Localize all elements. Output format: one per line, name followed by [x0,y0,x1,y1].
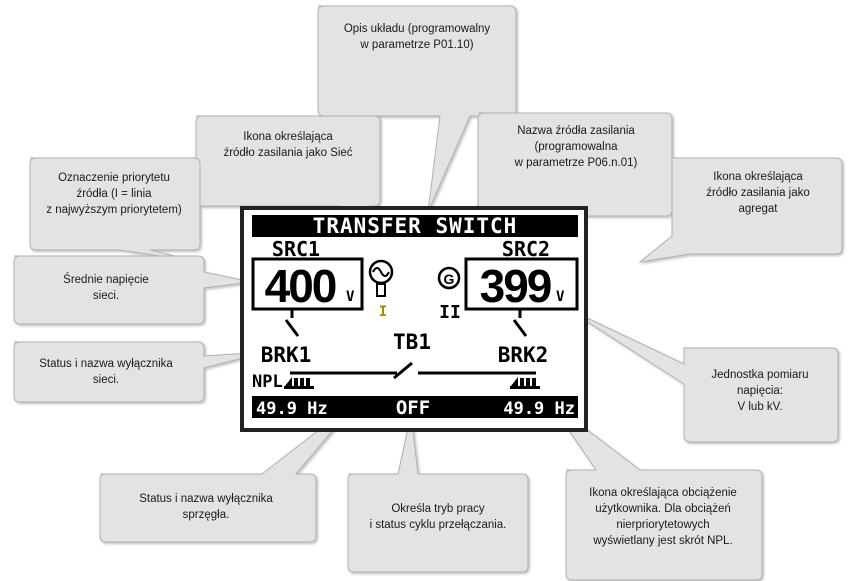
callout-voltage-unit-bubble [565,307,839,443]
tie-breaker-bus [290,361,536,380]
callout-mode-text: Określa tryb pracy i status cyklu przełąc… [370,503,507,531]
lcd-src2-unit: V [556,289,565,305]
callout-mains-breaker-bubble [13,341,267,403]
callout-load-icon-bubble [547,399,763,581]
callout-layout-desc-line: w parametrze P01.10) [359,39,473,51]
callout-voltage-unit-line: V lub kV. [738,401,783,413]
callout-priority-line: z najwyższym priorytetem) [46,204,182,216]
callout-mains-icon-text: Ikona określająca źródło zasilania jako S… [223,131,352,159]
lcd-priority-mark-2: II [439,302,461,323]
callout-mode-bubble [347,413,529,573]
callout-mode-line: Określa tryb pracy [391,503,485,515]
lcd-npl-label: NPL [252,372,283,392]
callout-source-name-line: Nazwa źródła zasilania [517,125,635,137]
callout-avg-voltage-text: Średnie napięcie sieci. [63,273,149,302]
callout-genset-icon-line: agregat [738,203,778,215]
lcd-src1-voltage-box [251,257,364,311]
callout-avg-voltage-bubble [13,255,253,325]
lcd-bezel [240,206,588,432]
lcd-freq-left: 49.9 Hz [256,399,328,419]
lcd-src1-label: SRC1 [272,237,320,261]
lcd-src1-voltage: 400 [265,260,336,312]
lcd-brk1-label: BRK1 [261,343,312,367]
lcd-tb-label: TB1 [393,330,431,354]
lcd-brk2-label: BRK2 [498,343,549,367]
lcd-freq-right: 49.9 Hz [503,399,575,419]
load-icon-left [284,377,314,389]
genset-source-icon: G [437,266,461,290]
lcd-display: TRANSFER SWITCH SRC1 SRC2 400 V 399 V I … [240,206,588,432]
callout-load-icon-line: nierpriorytetowych [616,519,709,531]
callout-tie-breaker-bubble [99,397,361,543]
callout-load-icon-line: Ikona określająca obciążenie [589,487,737,499]
callout-genset-icon-line: Ikona określająca [713,171,803,183]
callout-tie-breaker-line: Status i nazwa wyłącznika [139,493,273,505]
mains-source-icon [368,259,394,297]
callout-load-icon-line: wyświetlany jest skrót NPL. [592,535,732,547]
lcd-mode: OFF [396,397,430,419]
callout-source-name-line: w parametrze P06.n.01) [514,157,638,169]
callout-mains-breaker-line: Status i nazwa wyłącznika [39,358,173,370]
lcd-src2-voltage: 399 [480,260,551,312]
callout-genset-icon-line: źródło zasilania jako [706,187,810,199]
callout-load-icon-text: Ikona określająca obciążenie użytkownika.… [589,487,737,547]
callout-mode-line: i status cyklu przełączania. [370,519,507,531]
callout-source-name-line: (programowalna [534,141,618,153]
callout-priority-line: źródła (I = linia [76,188,152,200]
load-icon-right [510,377,540,389]
breaker-stems [284,309,528,337]
callout-mains-breaker-line: sieci. [93,374,119,386]
lcd-priority-mark-1: I [379,304,387,320]
lcd-title-bar [252,215,578,237]
callout-tie-breaker-text: Status i nazwa wyłącznika sprzęgła. [139,493,273,521]
lcd-title: TRANSFER SWITCH [313,214,518,238]
callout-layout-desc-text: Opis układu (programowalny w parametrze P… [344,23,491,51]
lcd-src2-label: SRC2 [502,237,550,261]
callout-genset-icon-text: Ikona określająca źródło zasilania jako ag… [706,171,810,215]
callout-genset-icon-bubble [638,157,843,263]
svg-text:G: G [444,271,455,287]
callout-layout-desc-line: Opis układu (programowalny [344,23,491,35]
callout-voltage-unit-text: Jednostka pomiaru napięcia: V lub kV. [711,369,808,413]
callout-source-name-text: Nazwa źródła zasilania (programowalna w pa… [514,125,638,169]
callout-voltage-unit-line: Jednostka pomiaru [711,369,808,381]
callout-priority-text: Oznaczenie priorytetu źródła (I = linia z … [46,172,182,216]
callout-mains-icon-line: Ikona określająca [243,131,333,143]
callout-avg-voltage-line: sieci. [93,290,119,302]
lcd-status-bar [252,396,578,418]
callout-tie-breaker-line: sprzęgła. [183,509,230,521]
callout-mains-icon-line: źródło zasilania jako Sieć [223,147,352,159]
callout-voltage-unit-line: napięcia: [737,385,783,397]
callout-priority-line: Oznaczenie priorytetu [58,172,170,184]
callout-avg-voltage-line: Średnie napięcie [63,273,149,286]
callout-mains-breaker-text: Status i nazwa wyłącznika sieci. [39,358,173,386]
lcd-src1-unit: V [346,289,355,305]
callout-load-icon-line: użytkownika. Dla obciążeń [595,503,731,515]
